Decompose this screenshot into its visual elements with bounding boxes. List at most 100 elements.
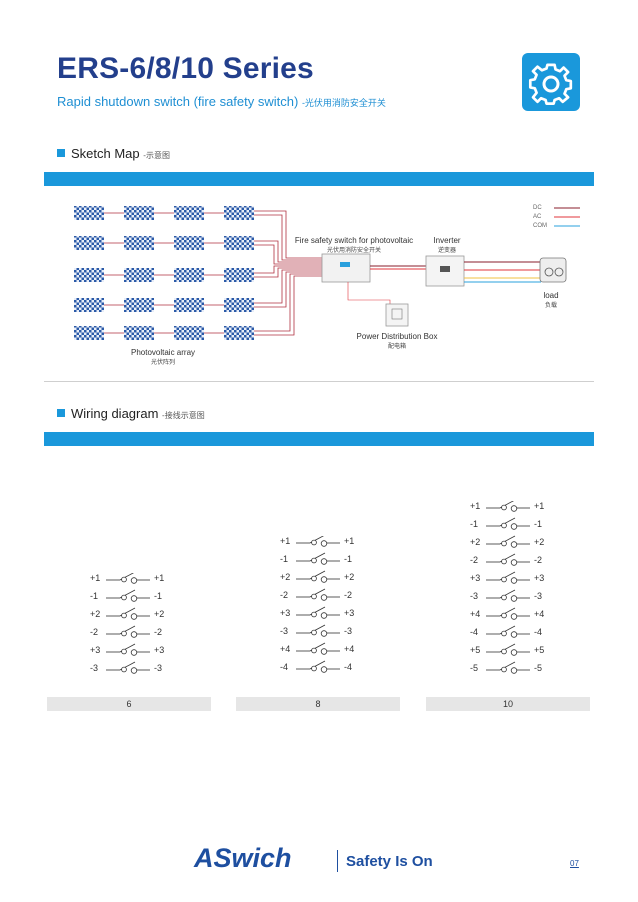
terminal-left-label: -3 bbox=[470, 591, 479, 601]
terminal-left-label: -4 bbox=[280, 662, 289, 672]
sketch-map-diagram bbox=[74, 206, 580, 340]
terminal-right-label: +3 bbox=[534, 573, 545, 583]
legend-dc: DC bbox=[533, 205, 542, 211]
pv-panel bbox=[174, 298, 204, 312]
legend-ac: AC bbox=[533, 214, 542, 220]
legend-lines bbox=[554, 207, 580, 227]
pv-panel bbox=[74, 206, 104, 220]
brand-logo: ASwich bbox=[194, 843, 292, 874]
terminal-left-label: -2 bbox=[470, 555, 479, 565]
wiring-diagram-8: +1+1-1-1+2+2-2-2+3+3-3-3+4+4-4-4 bbox=[280, 536, 370, 676]
switch-symbol bbox=[486, 571, 530, 584]
terminal-left-label: +3 bbox=[470, 573, 481, 583]
switch-symbol bbox=[486, 535, 530, 548]
switch-symbol bbox=[486, 589, 530, 602]
sketch-heading-zh: -示意图 bbox=[143, 151, 170, 160]
terminal-right-label: -3 bbox=[534, 591, 543, 601]
array-label: Photovoltaic array 光伏阵列 bbox=[118, 348, 208, 366]
switch-symbol bbox=[486, 501, 530, 512]
terminal-right-label: -4 bbox=[534, 627, 543, 637]
switch-symbol bbox=[106, 643, 150, 656]
brand-separator bbox=[337, 850, 338, 872]
pv-panel bbox=[74, 236, 104, 250]
terminal-left-label: -3 bbox=[280, 626, 289, 636]
terminal-left-label: -1 bbox=[470, 519, 479, 529]
model-label-10: 10 bbox=[426, 697, 590, 711]
terminal-right-label: -2 bbox=[344, 590, 353, 600]
switch-label: Fire safety switch for photovoltaic 光伏用消… bbox=[290, 236, 418, 254]
switch-label-text: Fire safety switch for photovoltaic bbox=[294, 236, 414, 245]
subtitle-zh: -光伏用消防安全开关 bbox=[301, 98, 386, 108]
pv-panel bbox=[124, 206, 154, 220]
pv-panel bbox=[124, 298, 154, 312]
model-label-8: 8 bbox=[236, 697, 400, 711]
wiring-heading-zh: -接线示意图 bbox=[162, 411, 205, 420]
box-label-zh: 配电箱 bbox=[387, 344, 406, 350]
pv-panel bbox=[74, 268, 104, 282]
switch-symbol bbox=[106, 607, 150, 620]
switch-symbol bbox=[296, 552, 340, 565]
terminal-left-label: +2 bbox=[280, 572, 291, 582]
terminal-right-label: +2 bbox=[344, 572, 355, 582]
pv-panel bbox=[224, 298, 254, 312]
switch-indicator bbox=[340, 262, 350, 267]
load-label-text: load bbox=[543, 291, 559, 300]
sketch-heading-text: Sketch Map bbox=[71, 146, 140, 161]
dc-strings bbox=[104, 210, 322, 336]
pv-panel bbox=[174, 268, 204, 282]
terminal-left-label: -5 bbox=[470, 663, 479, 673]
page-subtitle: Rapid shutdown switch (fire safety switc… bbox=[57, 94, 386, 109]
switch-symbol bbox=[486, 661, 530, 674]
switch-symbol bbox=[296, 660, 340, 673]
terminal-left-label: +3 bbox=[90, 645, 101, 655]
inverter-display bbox=[440, 266, 450, 272]
sketch-heading: Sketch Map -示意图 bbox=[57, 146, 170, 161]
subtitle-text: Rapid shutdown switch (fire safety switc… bbox=[57, 94, 299, 109]
terminal-right-label: -1 bbox=[534, 519, 543, 529]
switch-symbol bbox=[486, 607, 530, 620]
array-label-text: Photovoltaic array bbox=[130, 348, 196, 357]
inverter-box bbox=[425, 255, 465, 287]
terminal-right-label: +4 bbox=[534, 609, 545, 619]
terminal-right-label: -4 bbox=[344, 662, 353, 672]
model-label-6: 6 bbox=[47, 697, 211, 711]
section-bar bbox=[44, 432, 594, 446]
terminal-right-label: +2 bbox=[534, 537, 545, 547]
inverter-label-zh: 逆变器 bbox=[437, 248, 456, 254]
bullet-square-icon bbox=[57, 409, 65, 417]
switch-label-zh: 光伏用消防安全开关 bbox=[326, 248, 381, 254]
pv-row-2 bbox=[74, 236, 254, 250]
legend: DC AC COM bbox=[533, 204, 547, 231]
terminal-left-label: +1 bbox=[470, 501, 481, 511]
switch-symbol bbox=[486, 553, 530, 566]
terminal-right-label: -5 bbox=[534, 663, 543, 673]
pv-panel bbox=[124, 326, 154, 340]
terminal-right-label: -1 bbox=[154, 591, 163, 601]
terminal-right-label: -2 bbox=[154, 627, 163, 637]
inverter-label: Inverter 逆变器 bbox=[420, 236, 474, 254]
pv-panel bbox=[74, 326, 104, 340]
switch-symbol bbox=[296, 536, 340, 547]
switch-symbol bbox=[296, 624, 340, 637]
switch-symbol bbox=[296, 606, 340, 619]
terminal-left-label: +3 bbox=[280, 608, 291, 618]
switch-symbol bbox=[106, 661, 150, 674]
switch-symbol bbox=[486, 643, 530, 656]
terminal-right-label: +3 bbox=[344, 608, 355, 618]
switch-symbol bbox=[106, 573, 150, 584]
terminal-left-label: +1 bbox=[90, 573, 101, 583]
terminal-left-label: -2 bbox=[90, 627, 99, 637]
terminal-right-label: +1 bbox=[344, 536, 355, 546]
pv-panel bbox=[224, 268, 254, 282]
switch-symbol bbox=[486, 625, 530, 638]
brand-logo-rest: Swich bbox=[213, 843, 292, 873]
pv-row-3 bbox=[74, 268, 254, 282]
wiring-diagram-6: +1+1-1-1+2+2-2-2+3+3-3-3 bbox=[90, 573, 180, 677]
page-number: 07 bbox=[570, 859, 579, 868]
load-icon bbox=[539, 257, 567, 283]
terminal-right-label: -1 bbox=[344, 554, 353, 564]
pv-panel bbox=[224, 206, 254, 220]
pv-panel bbox=[174, 236, 204, 250]
pv-panel bbox=[174, 326, 204, 340]
terminal-left-label: -2 bbox=[280, 590, 289, 600]
